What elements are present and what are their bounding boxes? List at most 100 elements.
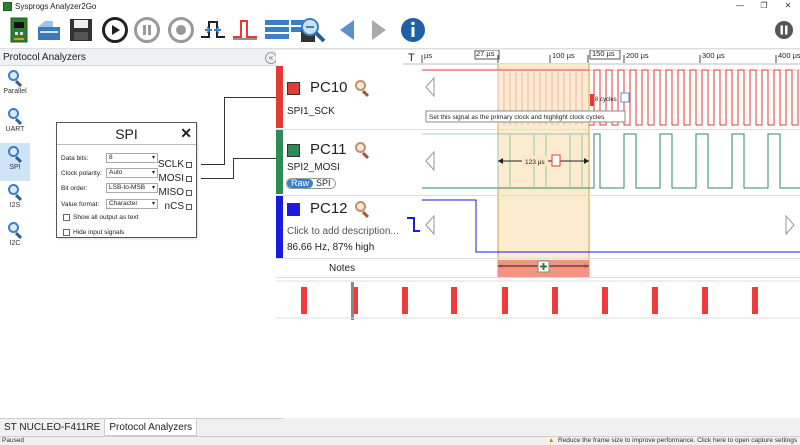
protocol-label: UART bbox=[5, 126, 25, 133]
performance-hint-link[interactable]: Reduce the frame size to improve perform… bbox=[558, 437, 798, 444]
save-icon[interactable] bbox=[66, 15, 96, 45]
window-controls: — ❐ ✕ bbox=[728, 0, 800, 12]
protocol-uart[interactable]: UART bbox=[0, 105, 30, 143]
forward-icon[interactable] bbox=[364, 15, 394, 45]
pc10-name: PC10 bbox=[310, 79, 348, 96]
edge-icon bbox=[407, 217, 420, 232]
divider bbox=[276, 129, 800, 130]
protocol-label: I2C bbox=[9, 240, 21, 247]
zoom-out-icon[interactable] bbox=[298, 15, 328, 45]
value-format-select[interactable]: Character bbox=[106, 199, 158, 209]
raw-toggle-option[interactable]: Raw bbox=[287, 179, 314, 188]
pin-connector[interactable] bbox=[186, 161, 192, 168]
protocol-spi[interactable]: SPI bbox=[0, 143, 30, 181]
pin-mosi[interactable]: MOSI bbox=[158, 173, 192, 184]
protocol-i2c[interactable]: I2C bbox=[0, 219, 30, 257]
play-button[interactable] bbox=[100, 15, 130, 45]
time-tick-label: 200 µs bbox=[626, 51, 649, 60]
toolbar bbox=[0, 12, 800, 49]
pin-connector[interactable] bbox=[186, 203, 192, 210]
search-icon[interactable] bbox=[354, 80, 370, 98]
show-all-as-text-checkbox[interactable]: Show all output as text bbox=[63, 214, 138, 221]
clock-highlight-icon bbox=[620, 92, 630, 103]
time-tick-label: 100 µs bbox=[552, 51, 575, 60]
wire-sclk bbox=[224, 97, 277, 98]
pin-ncs[interactable]: nCS bbox=[165, 201, 192, 212]
scroll-right-icon bbox=[785, 214, 795, 236]
pc12-stats: 86.66 Hz, 87% high bbox=[287, 242, 375, 253]
pause-icon bbox=[134, 17, 160, 43]
scroll-left-icon bbox=[425, 214, 435, 236]
tooltip-text: Set this signal as the primary clock and… bbox=[429, 114, 605, 121]
minimize-button[interactable]: — bbox=[736, 1, 744, 10]
tab-protocol-analyzers[interactable]: Protocol Analyzers bbox=[104, 419, 198, 436]
divider bbox=[276, 277, 800, 278]
pc12-color-bar bbox=[276, 196, 283, 258]
scroll-left-icon bbox=[425, 76, 435, 98]
board-icon[interactable] bbox=[4, 15, 34, 45]
pin-connector[interactable] bbox=[186, 189, 192, 196]
stop-button[interactable] bbox=[166, 15, 196, 45]
time-tick-label: µs bbox=[424, 51, 432, 60]
measure-icon bbox=[551, 154, 561, 167]
tab-board[interactable]: ST NUCLEO-F411RE bbox=[4, 422, 101, 433]
data-bits-label: Data bits: bbox=[61, 155, 89, 162]
pc10-waveform bbox=[589, 69, 799, 126]
checkbox-icon bbox=[63, 229, 70, 236]
bit-order-select[interactable]: LSB-to-MSB bbox=[106, 183, 158, 193]
pin-miso[interactable]: MISO bbox=[158, 187, 192, 198]
pin-label: SCLK bbox=[157, 159, 184, 170]
pc12-description[interactable]: Click to add description... bbox=[287, 226, 399, 237]
clock-polarity-select[interactable]: Auto bbox=[106, 168, 158, 178]
pin-sclk[interactable]: SCLK bbox=[158, 159, 192, 170]
warning-icon: ▲ bbox=[548, 437, 555, 444]
status-text: Paused bbox=[2, 437, 25, 444]
spi-title: SPI bbox=[57, 123, 196, 145]
close-button[interactable]: ✕ bbox=[784, 1, 792, 10]
wire-mosi bbox=[233, 158, 277, 159]
checkbox-label: Show all output as text bbox=[73, 214, 139, 221]
close-icon[interactable]: ✕ bbox=[180, 125, 192, 141]
spi-analyzer-block[interactable]: SPI ✕ Data bits: 8 Clock polarity: Auto … bbox=[56, 122, 197, 238]
panel-title: Protocol Analyzers bbox=[3, 52, 86, 63]
search-icon[interactable] bbox=[354, 201, 370, 219]
pc11-color-swatch[interactable] bbox=[287, 144, 300, 157]
pc12-waveform bbox=[422, 199, 800, 253]
search-icon[interactable] bbox=[354, 142, 370, 160]
window-title: Sysprogs Analyzer2Go bbox=[15, 1, 97, 11]
protocol-parallel[interactable]: Parallel bbox=[0, 67, 30, 105]
pc10-color-swatch[interactable] bbox=[287, 82, 300, 95]
hide-input-signals-checkbox[interactable]: Hide input signals bbox=[63, 229, 124, 236]
bottom-tabs: ST NUCLEO-F411RE Protocol Analyzers bbox=[0, 418, 283, 436]
pin-connector[interactable] bbox=[186, 175, 192, 182]
wire-sclk bbox=[201, 164, 224, 165]
layout-icon[interactable] bbox=[262, 15, 292, 45]
pulse-icon[interactable] bbox=[230, 15, 260, 45]
data-bits-select[interactable]: 8 bbox=[106, 153, 158, 163]
tooltip bbox=[425, 110, 626, 123]
back-icon[interactable] bbox=[332, 15, 362, 45]
time-tick-label: 27 µs bbox=[476, 50, 495, 58]
pc11-name: PC11 bbox=[310, 141, 347, 158]
trigger-icon[interactable] bbox=[198, 15, 228, 45]
checkbox-icon bbox=[63, 214, 70, 221]
maximize-button[interactable]: ❐ bbox=[760, 1, 768, 10]
pc10-subtitle: SPI1_SCK bbox=[287, 106, 335, 117]
pause-all-button[interactable] bbox=[772, 15, 796, 45]
magnifier-icon bbox=[7, 146, 23, 164]
pc12-color-swatch[interactable] bbox=[287, 203, 300, 216]
checkbox-label: Hide input signals bbox=[73, 229, 125, 236]
waveform-canvas[interactable]: T µs 27 µs 100 µs 150 µs 200 µs 300 µs 4… bbox=[276, 50, 800, 418]
magnifier-icon bbox=[7, 108, 23, 126]
pause-button[interactable] bbox=[132, 15, 162, 45]
protocol-i2s[interactable]: I2S bbox=[0, 181, 30, 219]
raw-spi-toggle[interactable]: Raw SPI bbox=[286, 178, 336, 189]
timeline-header-letter: T bbox=[408, 52, 415, 64]
spi-toggle-option[interactable]: SPI bbox=[316, 178, 331, 188]
time-tick-label: 400 µs bbox=[778, 51, 800, 60]
wire-mosi bbox=[201, 178, 233, 179]
pin-label: MISO bbox=[158, 187, 184, 198]
open-icon[interactable] bbox=[34, 15, 64, 45]
info-icon[interactable] bbox=[398, 15, 428, 45]
protocol-label: Parallel bbox=[3, 88, 27, 95]
